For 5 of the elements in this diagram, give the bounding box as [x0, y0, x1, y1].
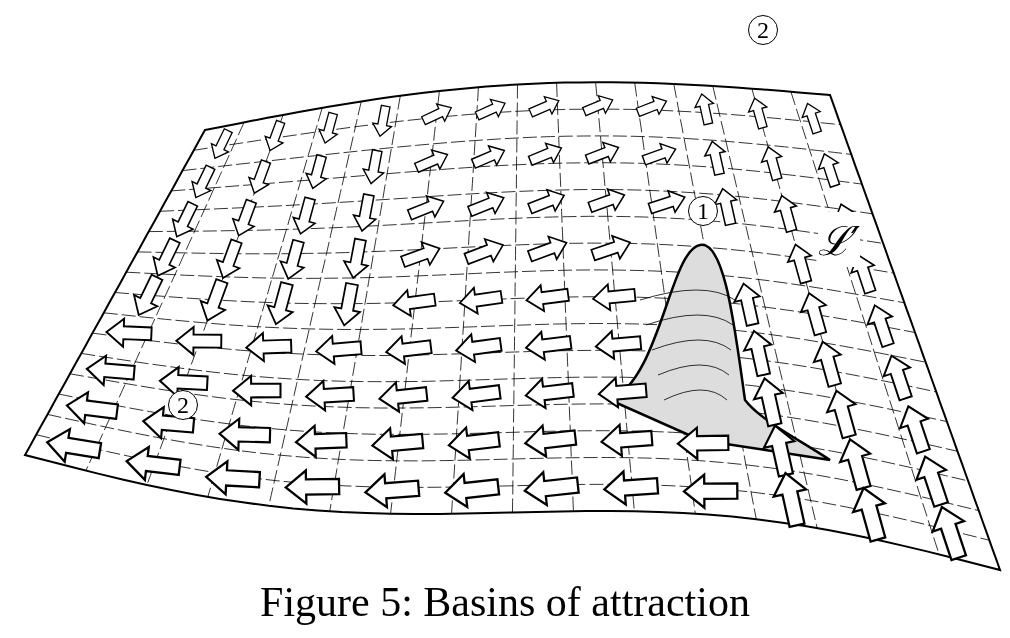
circled-number: 2 [748, 15, 778, 45]
figure-caption: Figure 5: Basins of attraction [259, 578, 751, 626]
manifold-label: ℒ′ [818, 212, 861, 267]
circled-number: 1 [688, 196, 718, 226]
circled-number: 2 [168, 390, 198, 420]
